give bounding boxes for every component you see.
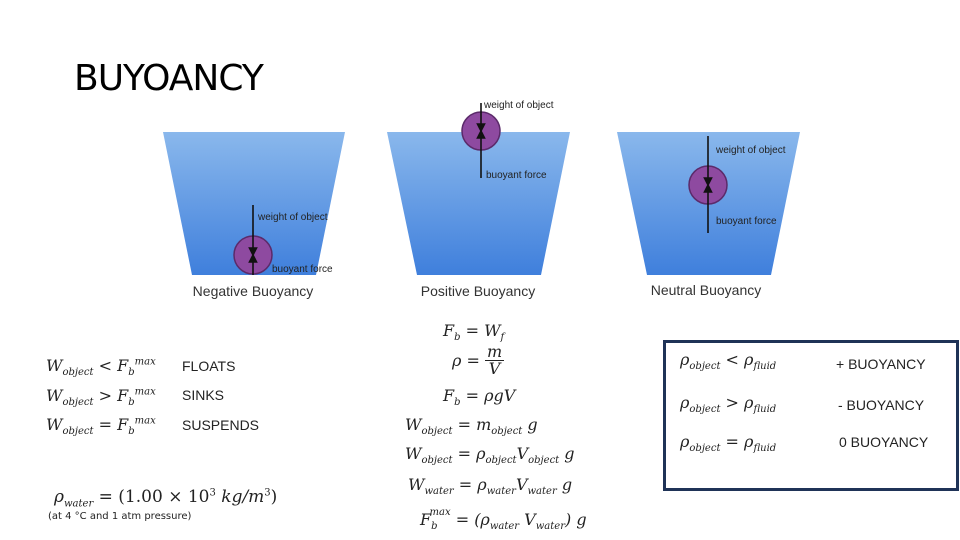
negative-buoyancy-label: - BUOYANCY: [838, 397, 925, 413]
formula-fb-max: Fbmax = (ρwater Vwater) g: [420, 506, 587, 533]
condition-floats-formula: Wobject < Fbmax: [46, 356, 156, 379]
condition-sinks-formula: Wobject > Fbmax: [46, 386, 156, 409]
weight-label: weight of object: [715, 145, 786, 156]
diagram-caption: Neutral Buoyancy: [651, 282, 762, 298]
weight-label: weight of object: [483, 100, 554, 111]
formula-fb-equals-wf: Fb = Wf: [443, 321, 505, 344]
condition-suspends-formula: Wobject = Fbmax: [46, 415, 156, 438]
positive-buoyancy-diagram: weight of object buoyant force Positive …: [387, 100, 570, 299]
density-less-formula: ρobject < ρfluid: [680, 350, 777, 373]
buoyant-label: buoyant force: [716, 216, 777, 227]
diagram-caption: Positive Buoyancy: [421, 283, 535, 299]
formula-fb-rho-g-v: Fb = ρgV: [443, 386, 516, 409]
density-equal-formula: ρobject = ρfluid: [680, 432, 777, 455]
negative-buoyancy-diagram: weight of object buoyant force Negative …: [163, 132, 345, 299]
weight-label: weight of object: [257, 212, 328, 223]
positive-buoyancy-label: + BUOYANCY: [836, 356, 926, 372]
buoyancy-diagrams: weight of object buoyant force Negative …: [163, 100, 800, 299]
condition-sinks-label: SINKS: [182, 387, 225, 403]
diagram-caption: Negative Buoyancy: [193, 283, 314, 299]
buoyant-label: buoyant force: [486, 170, 547, 181]
formula-w-object-rho-v-g: Wobject = ρobjectVobject g: [405, 444, 575, 467]
water-density-formula: ρwater = (1.00 × 103 kg/m3): [54, 487, 278, 510]
condition-suspends-label: SUSPENDS: [182, 417, 260, 433]
density-comparison-box: [663, 340, 959, 491]
slide-title: BUYOANCY: [74, 58, 264, 99]
density-greater-formula: ρobject > ρfluid: [680, 393, 777, 416]
water-container: [387, 132, 570, 275]
neutral-buoyancy-diagram: weight of object buoyant force Neutral B…: [617, 132, 800, 298]
water-container: [163, 132, 345, 275]
water-density-note: (at 4 °C and 1 atm pressure): [48, 511, 192, 522]
buoyant-label: buoyant force: [272, 264, 333, 275]
neutral-buoyancy-label: 0 BUOYANCY: [839, 434, 929, 450]
condition-floats-label: FLOATS: [182, 358, 236, 374]
formula-w-water: Wwater = ρwaterVwater g: [408, 475, 573, 498]
formula-w-object-mg: Wobject = mobject g: [405, 415, 538, 438]
